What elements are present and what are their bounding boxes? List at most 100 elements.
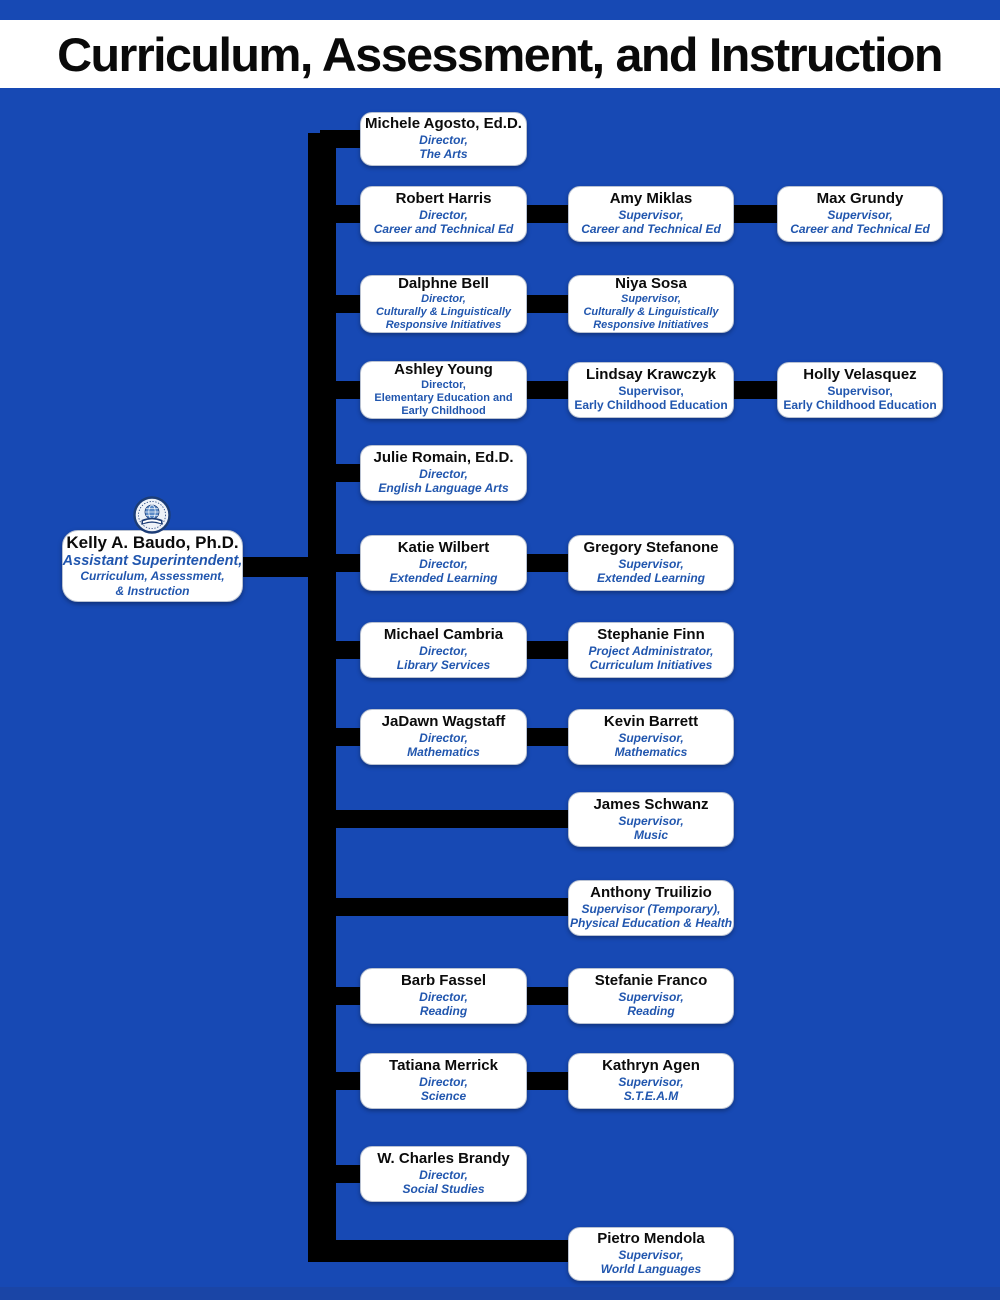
person-name: Pietro Mendola	[597, 1230, 705, 1248]
person-name: Tatiana Merrick	[389, 1057, 498, 1075]
node-gregory-stefanone: Gregory Stefanone Supervisor, Extended L…	[568, 535, 734, 591]
person-role: Supervisor,	[618, 990, 684, 1005]
person-role: Director,	[419, 467, 468, 482]
connector-line	[520, 1072, 576, 1090]
page-title-bar: Curriculum, Assessment, and Instruction	[0, 20, 1000, 88]
node-michael-cambria: Michael Cambria Director, Library Servic…	[360, 622, 527, 678]
person-name: Niya Sosa	[615, 275, 687, 293]
person-role: Supervisor,	[618, 557, 684, 572]
connector-line	[320, 641, 368, 659]
node-niya-sosa: Niya Sosa Supervisor, Culturally & Lingu…	[568, 275, 734, 333]
node-jadawn-wagstaff: JaDawn Wagstaff Director, Mathematics	[360, 709, 527, 765]
person-name: JaDawn Wagstaff	[381, 713, 506, 731]
person-name: Dalphne Bell	[398, 275, 489, 293]
person-role: Supervisor,	[827, 208, 893, 223]
person-dept: & Instruction	[115, 583, 190, 598]
connector-line	[520, 205, 576, 223]
person-name: James Schwanz	[593, 795, 709, 813]
person-role: Director,	[419, 208, 468, 223]
node-kathryn-agen: Kathryn Agen Supervisor, S.T.E.A.M	[568, 1053, 734, 1109]
connector-line	[520, 381, 576, 399]
person-dept: Library Services	[396, 658, 491, 673]
person-name: Julie Romain, Ed.D.	[373, 449, 514, 467]
person-dept: Career and Technical Ed	[581, 222, 721, 237]
connector-line	[320, 1072, 368, 1090]
person-role: Director,	[419, 133, 468, 148]
person-role: Director,	[419, 644, 468, 659]
connector-line	[320, 810, 575, 828]
person-dept: Extended Learning	[596, 571, 706, 586]
person-dept: Physical Education & Health	[569, 916, 733, 931]
connector-line	[520, 641, 576, 659]
connector-line	[320, 554, 368, 572]
node-amy-miklas: Amy Miklas Supervisor, Career and Techni…	[568, 186, 734, 242]
person-dept: Responsive Initiatives	[593, 318, 709, 331]
person-role: Director,	[419, 1168, 468, 1183]
person-dept: Culturally & Linguistically	[583, 305, 719, 318]
person-dept: Responsive Initiatives	[385, 318, 502, 331]
person-role: Director,	[419, 990, 468, 1005]
connector-line	[320, 130, 368, 148]
node-max-grundy: Max Grundy Supervisor, Career and Techni…	[777, 186, 943, 242]
person-name: Holly Velasquez	[803, 366, 917, 384]
person-dept: Mathematics	[614, 745, 688, 760]
person-role: Supervisor,	[618, 731, 684, 746]
person-dept: Curriculum, Assessment,	[80, 569, 225, 584]
person-dept: S.T.E.A.M	[623, 1089, 679, 1104]
person-role: Supervisor,	[618, 384, 684, 399]
person-dept: Extended Learning	[389, 571, 498, 586]
person-name: Michael Cambria	[383, 626, 504, 644]
person-role: Assistant Superintendent,	[62, 552, 243, 569]
page-title: Curriculum, Assessment, and Instruction	[57, 27, 944, 81]
person-name: Lindsay Krawczyk	[585, 366, 717, 384]
node-dalphne-bell: Dalphne Bell Director, Culturally & Ling…	[360, 275, 527, 333]
person-name: Katie Wilbert	[397, 539, 490, 557]
connector-line	[727, 381, 785, 399]
person-name: Amy Miklas	[609, 190, 693, 208]
node-pietro-mendola: Pietro Mendola Supervisor, World Languag…	[568, 1227, 734, 1281]
person-name: W. Charles Brandy	[377, 1150, 510, 1168]
node-barb-fassel: Barb Fassel Director, Reading	[360, 968, 527, 1024]
person-name: Ashley Young	[394, 361, 493, 379]
person-name: Stephanie Finn	[597, 626, 705, 644]
node-julie-romain: Julie Romain, Ed.D. Director, English La…	[360, 445, 527, 501]
person-name: Gregory Stefanone	[583, 539, 719, 557]
person-dept: Early Childhood	[401, 404, 486, 417]
person-name: Max Grundy	[816, 190, 904, 208]
connector-line	[320, 1165, 368, 1183]
person-dept: Music	[633, 827, 668, 842]
person-dept: World Languages	[600, 1262, 702, 1277]
node-kelly-baudo: Kelly A. Baudo, Ph.D. Assistant Superint…	[62, 530, 243, 602]
node-katie-wilbert: Katie Wilbert Director, Extended Learnin…	[360, 535, 527, 591]
person-role: Director,	[419, 557, 468, 572]
connector-line	[240, 557, 320, 577]
node-stephanie-finn: Stephanie Finn Project Administrator, Cu…	[568, 622, 734, 678]
person-dept: Reading	[627, 1004, 675, 1019]
person-role: Supervisor,	[618, 1075, 684, 1090]
person-dept: Mathematics	[407, 745, 480, 760]
connector-line	[308, 1240, 574, 1262]
connector-line	[520, 295, 576, 313]
connector-line	[520, 728, 576, 746]
person-dept: Elementary Education and	[374, 391, 513, 404]
footer-strip	[0, 1287, 1000, 1300]
connector-line	[520, 987, 576, 1005]
district-seal-icon	[133, 496, 171, 534]
person-role: Supervisor,	[827, 384, 893, 399]
person-role: Director,	[419, 731, 468, 746]
person-dept: The Arts	[419, 147, 468, 162]
connector-line	[320, 205, 368, 223]
person-dept: Career and Technical Ed	[790, 222, 930, 237]
connector-line	[320, 987, 368, 1005]
node-michele-agosto: Michele Agosto, Ed.D. Director, The Arts	[360, 112, 527, 166]
node-lindsay-krawczyk: Lindsay Krawczyk Supervisor, Early Child…	[568, 362, 734, 418]
node-stefanie-franco: Stefanie Franco Supervisor, Reading	[568, 968, 734, 1024]
node-anthony-truilizio: Anthony Truilizio Supervisor (Temporary)…	[568, 880, 734, 936]
node-kevin-barrett: Kevin Barrett Supervisor, Mathematics	[568, 709, 734, 765]
person-role: Supervisor,	[618, 208, 684, 223]
person-role: Director,	[419, 1075, 468, 1090]
person-name: Stefanie Franco	[594, 972, 708, 990]
node-holly-velasquez: Holly Velasquez Supervisor, Early Childh…	[777, 362, 943, 418]
person-dept: Career and Technical Ed	[373, 222, 514, 237]
